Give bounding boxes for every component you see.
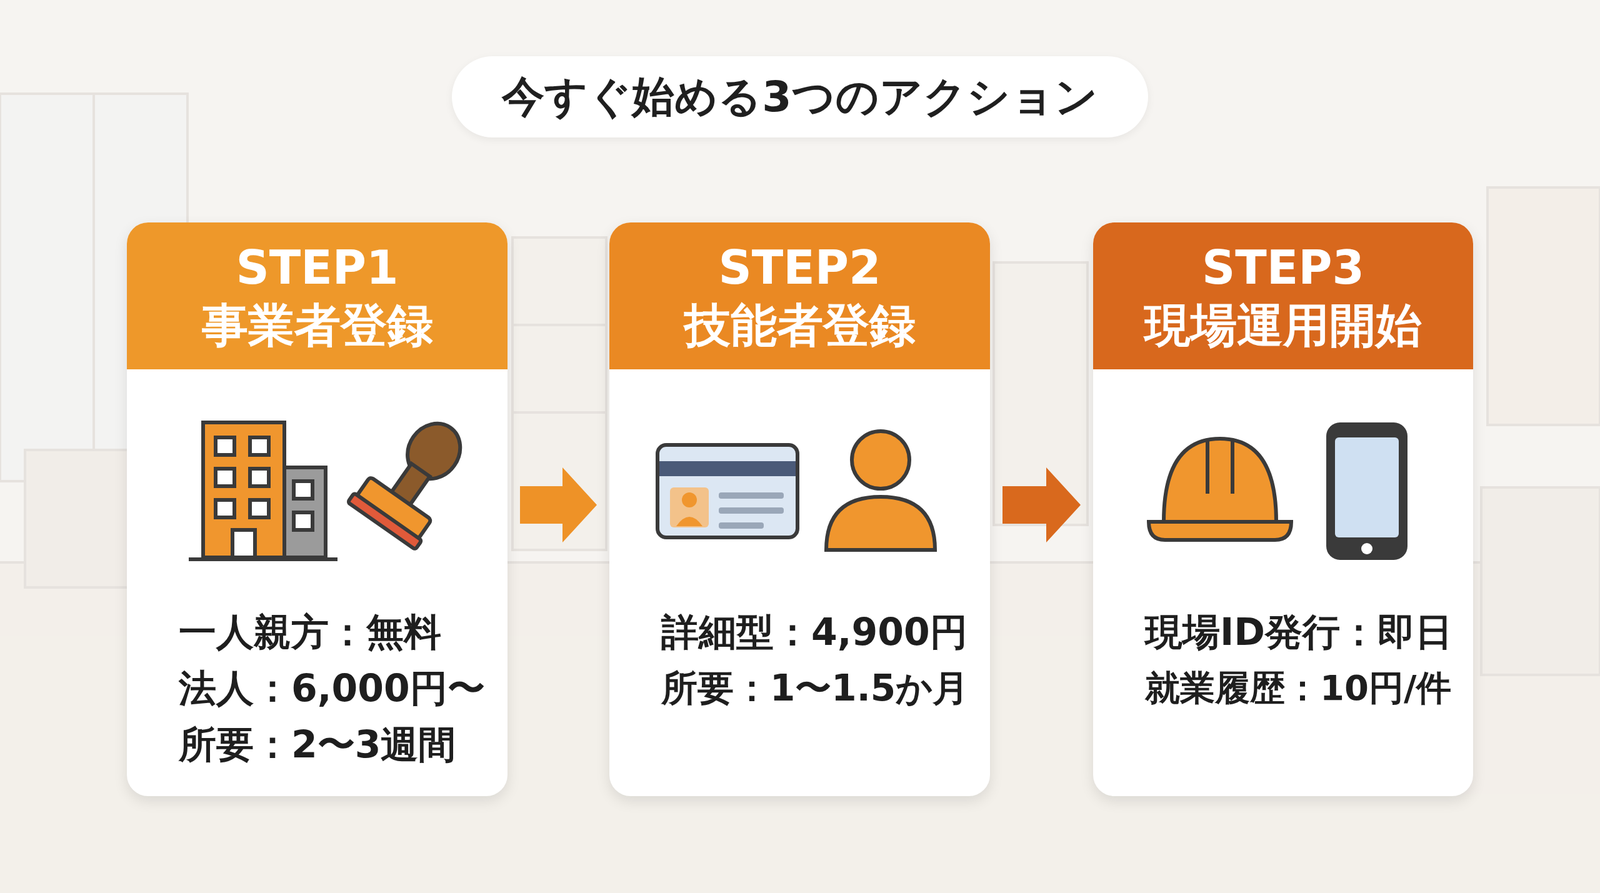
title-pill: 今すぐ始める3つのアクション — [451, 56, 1148, 138]
step-number: STEP3 — [1201, 238, 1365, 297]
step-header-band: STEP1事業者登録 — [126, 222, 508, 370]
step-detail: 就業履歴：10円/件 — [1145, 660, 1453, 717]
step-header-band: STEP3現場運用開始 — [1093, 222, 1474, 370]
step-heading: 事業者登録 — [201, 296, 434, 354]
step-header-band: STEP2技能者登録 — [609, 222, 990, 370]
step-heading: 技能者登録 — [684, 296, 916, 354]
flow-arrow — [520, 467, 597, 543]
step-detail: 詳細型：4,900円 — [661, 603, 969, 660]
step-body: 詳細型：4,900円所要：1〜1.5か月 — [661, 603, 969, 717]
step-card: STEP1事業者登録一人親方：無料法人：6,000円〜所要：2〜3週間 — [126, 222, 508, 797]
step-detail: 所要：1〜1.5か月 — [661, 660, 969, 717]
step-heading: 現場運用開始 — [1144, 296, 1422, 354]
step-detail: 法人：6,000円〜 — [178, 660, 485, 717]
title-text: 今すぐ始める3つのアクション — [501, 68, 1098, 126]
step-detail: 所要：2〜3週間 — [178, 716, 485, 773]
step-number: STEP1 — [235, 238, 399, 297]
step-detail: 一人親方：無料 — [178, 603, 485, 660]
step-detail: 現場ID発行：即日 — [1145, 603, 1453, 660]
step-number: STEP2 — [718, 238, 881, 297]
step-body: 一人親方：無料法人：6,000円〜所要：2〜3週間 — [178, 603, 485, 773]
step-card: STEP2技能者登録詳細型：4,900円所要：1〜1.5か月 — [609, 222, 990, 797]
step-card: STEP3現場運用開始現場ID発行：即日就業履歴：10円/件 — [1093, 222, 1474, 797]
flow-arrow — [1002, 467, 1081, 543]
step-body: 現場ID発行：即日就業履歴：10円/件 — [1145, 603, 1453, 717]
